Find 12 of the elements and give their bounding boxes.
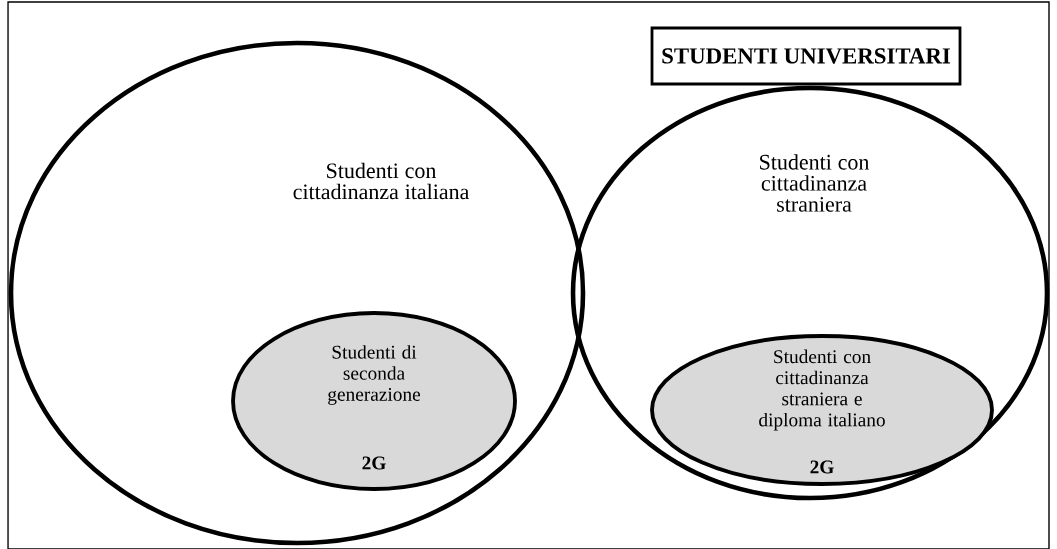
title: STUDENTI UNIVERSITARI — [662, 48, 950, 64]
group-code: 2G — [810, 460, 834, 474]
set-label: Studenti con cittadinanza straniera e diploma italiano — [759, 349, 885, 431]
set-label: Studenti con cittadinanza italiana — [293, 162, 470, 200]
set-ellipse — [570, 85, 1050, 501]
group-code: 2G — [362, 456, 386, 470]
title-box — [650, 26, 962, 86]
set-label: Studenti con cittadinanza straniera — [760, 154, 870, 212]
subset-ellipse — [231, 311, 517, 491]
set-label: Studenti di seconda generazione — [328, 345, 421, 405]
subset-ellipse — [650, 334, 994, 486]
set-ellipse — [8, 40, 586, 546]
